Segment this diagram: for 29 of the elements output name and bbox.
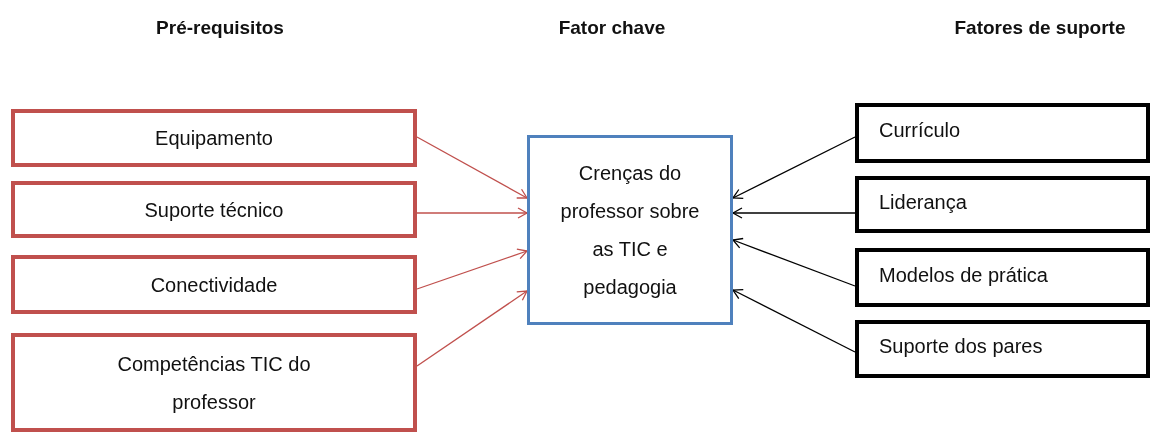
arrow (416, 290, 528, 367)
arrow (416, 207, 528, 219)
box-label: Currículo (879, 118, 962, 143)
box-label: Modelos de prática (879, 262, 1049, 288)
column-heading: Fator chave (558, 16, 666, 40)
box-label: Competências TIC do professor (116, 351, 312, 415)
column-heading: Fatores de suporte (954, 16, 1126, 40)
arrow (732, 288, 856, 353)
arrow (732, 136, 856, 200)
arrow (732, 237, 856, 287)
column-heading: Pré-requisitos (156, 16, 284, 40)
process-box (855, 176, 1150, 233)
arrow (416, 136, 528, 199)
process-box (855, 103, 1150, 163)
arrow (732, 207, 856, 219)
box-label: Liderança (879, 189, 968, 215)
process-box (11, 333, 417, 432)
process-box (855, 320, 1150, 378)
process-box (11, 109, 417, 167)
process-box (11, 181, 417, 238)
box-label: Conectividade (149, 272, 279, 298)
box-label: Equipamento (154, 126, 274, 151)
box-label: Suporte técnico (143, 197, 285, 223)
arrow (416, 248, 528, 290)
process-box (527, 135, 733, 325)
process-box (11, 255, 417, 314)
box-label: Suporte dos pares (879, 334, 1044, 359)
box-label: Crenças do professor sobre as TIC e pedagogia (559, 161, 701, 300)
process-box (855, 248, 1150, 307)
